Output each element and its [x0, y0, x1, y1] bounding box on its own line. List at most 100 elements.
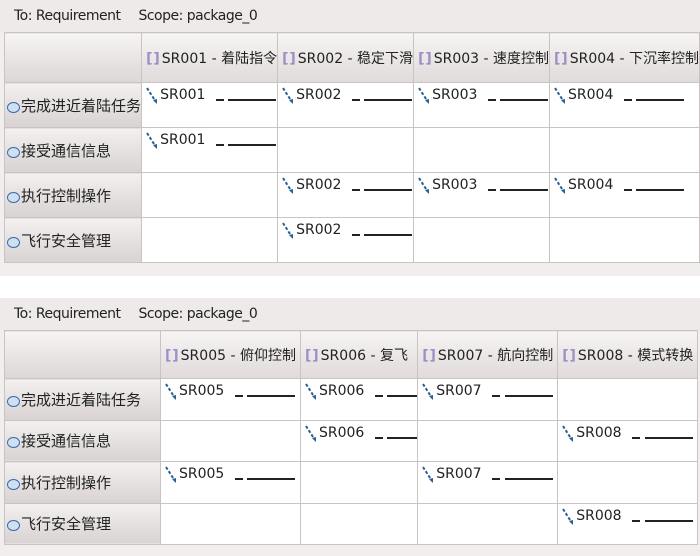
column-header[interactable]: [ ]SR003 - 速度控制 [413, 32, 551, 83]
matrix-cell[interactable]: SR005 [160, 378, 301, 421]
to-label: To: Requirement [14, 8, 121, 24]
table-row: 完成进近着陆任务 SR005 SR006 SR007 [4, 378, 699, 421]
scope-label: Scope: package_0 [138, 306, 258, 322]
matrix-cell-empty[interactable] [549, 127, 700, 173]
cell-label: SR007 [436, 383, 482, 399]
requirement-icon: [ ] [282, 50, 296, 67]
cell-label: SR003 [432, 177, 478, 193]
row-header-label: 接受通信信息 [21, 432, 112, 451]
matrix-cell[interactable]: SR007 [417, 378, 559, 421]
cell-label: SR008 [576, 424, 622, 441]
trace-arrow-icon [562, 424, 574, 442]
matrix-cell-empty[interactable] [557, 461, 699, 504]
table-row: 飞行安全管理 SR008 [4, 502, 699, 545]
matrix-cell[interactable]: SR003 [413, 172, 551, 218]
matrix-cell[interactable]: SR004 [549, 172, 700, 218]
matrix-cell[interactable]: SR008 [557, 502, 699, 545]
row-header[interactable]: 飞行安全管理 [3, 217, 143, 263]
trace-arrow-icon [165, 383, 176, 400]
use-case-icon [7, 236, 20, 248]
matrix-cell[interactable]: SR001 [141, 82, 279, 128]
cell-label: SR004 [568, 177, 614, 193]
trace-arrow-icon [146, 87, 158, 104]
row-header[interactable]: 执行控制操作 [4, 461, 161, 504]
column-header[interactable]: [ ]SR002 - 稳定下滑 [277, 32, 415, 83]
requirement-icon: [ ] [165, 347, 179, 364]
matrix-cell[interactable]: SR006 [299, 419, 419, 462]
table-row: 接受通信信息 SR001 [3, 127, 700, 173]
matrix-cell-empty[interactable] [160, 502, 301, 545]
cell-label: SR005 [179, 383, 225, 399]
use-case-icon [7, 191, 20, 203]
matrix-cell[interactable]: SR002 [277, 82, 415, 128]
trace-arrow-icon [422, 466, 434, 483]
matrix-cell[interactable]: SR006 [299, 378, 419, 421]
requirement-icon: [ ] [422, 347, 436, 364]
dependency-matrix: [ ]SR005 - 俯仰控制[ ]SR006 - 复飞[ ]SR007 - 航… [4, 330, 699, 545]
matrix-cell[interactable]: SR001 [141, 127, 279, 173]
row-header[interactable]: 飞行安全管理 [4, 502, 161, 545]
use-case-icon [7, 520, 20, 532]
column-header[interactable]: [ ]SR006 - 复飞 [299, 330, 419, 379]
column-header[interactable]: [ ]SR005 - 俯仰控制 [160, 330, 301, 379]
cell-label: SR004 [568, 87, 614, 103]
table-row: 完成进近着陆任务 SR001 SR002 SR003 SR004 [3, 82, 700, 128]
row-header-label: 执行控制操作 [21, 473, 112, 492]
matrix-cell-empty[interactable] [413, 127, 551, 173]
column-header[interactable]: [ ]SR008 - 模式转换 [557, 330, 699, 379]
row-header[interactable]: 完成进近着陆任务 [3, 82, 143, 128]
matrix-cell-empty[interactable] [549, 217, 700, 263]
row-header[interactable]: 完成进近着陆任务 [4, 378, 161, 421]
matrix-cell[interactable]: SR004 [549, 82, 700, 128]
matrix-cell-empty[interactable] [413, 217, 551, 263]
row-header[interactable]: 执行控制操作 [3, 172, 143, 218]
trace-arrow-icon [554, 87, 566, 104]
column-header[interactable]: [ ]SR001 - 着陆指令 [141, 32, 279, 83]
row-header[interactable]: 接受通信信息 [4, 419, 161, 462]
matrix-corner [4, 330, 161, 379]
cell-label: SR006 [319, 424, 365, 441]
requirement-icon: [ ] [305, 347, 319, 364]
matrix-cell-empty[interactable] [299, 461, 419, 504]
matrix-cell[interactable]: SR007 [417, 461, 559, 504]
column-header-label: SR007 - 航向控制 [437, 347, 554, 364]
matrix-cell-empty[interactable] [417, 419, 559, 462]
matrix-title-bar: To: Requirement Scope: package_0 [0, 0, 700, 32]
trace-arrow-icon [282, 177, 294, 194]
matrix-cell[interactable]: SR003 [413, 82, 551, 128]
table-row: 飞行安全管理 SR002 [3, 217, 700, 263]
matrix-cell-empty[interactable] [277, 127, 415, 173]
row-header-label: 完成进近着陆任务 [21, 390, 142, 409]
use-case-icon [7, 101, 20, 113]
trace-arrow-icon [282, 87, 294, 104]
matrix-cell[interactable]: SR002 [277, 217, 415, 263]
trace-arrow-icon [305, 424, 316, 442]
matrix-cell-empty[interactable] [299, 502, 419, 545]
cell-label: SR001 [160, 87, 206, 103]
matrix-cell[interactable]: SR008 [557, 419, 699, 462]
matrix-cell-empty[interactable] [417, 502, 559, 545]
use-case-icon [7, 437, 20, 449]
matrix-cell[interactable]: SR005 [160, 461, 301, 504]
column-header[interactable]: [ ]SR004 - 下沉率控制 [549, 32, 700, 83]
column-header-label: SR006 - 复飞 [320, 347, 408, 364]
trace-arrow-icon [554, 177, 566, 194]
matrix-cell-empty[interactable] [160, 419, 301, 462]
trace-arrow-icon [418, 87, 430, 104]
column-header[interactable]: [ ]SR007 - 航向控制 [417, 330, 559, 379]
cell-label: SR006 [319, 383, 365, 399]
matrix-cell[interactable]: SR002 [277, 172, 415, 218]
matrix-cell-empty[interactable] [141, 172, 279, 218]
table-row: 执行控制操作 SR005 SR007 [4, 461, 699, 504]
scope-label: Scope: package_0 [138, 8, 258, 24]
trace-arrow-icon [165, 466, 176, 483]
matrix-cell-empty[interactable] [141, 217, 279, 263]
column-header-label: SR003 - 速度控制 [433, 50, 550, 67]
requirement-icon: [ ] [418, 50, 432, 67]
cell-label: SR002 [296, 87, 342, 103]
cell-label: SR001 [160, 132, 206, 148]
matrix-cell-empty[interactable] [557, 378, 699, 421]
row-header[interactable]: 接受通信信息 [3, 127, 143, 173]
